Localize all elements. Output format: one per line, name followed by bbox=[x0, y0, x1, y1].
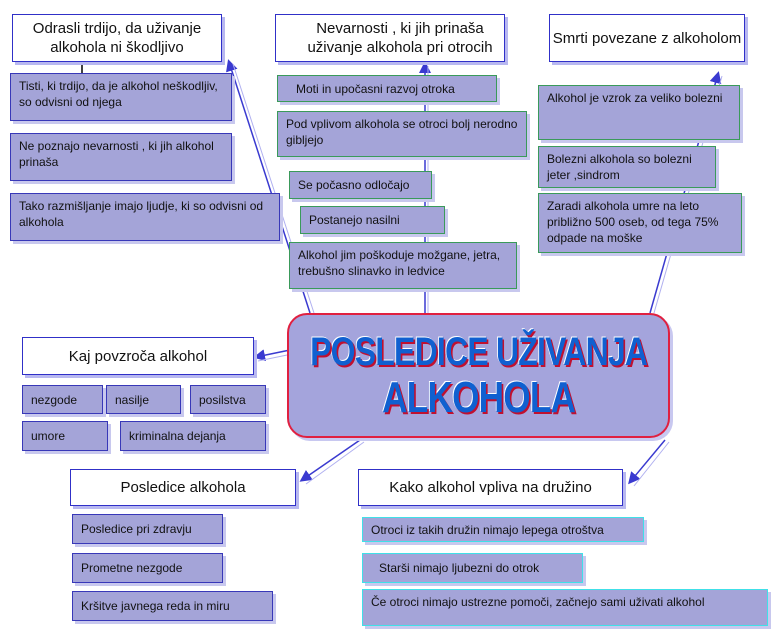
branch-title-adults[interactable]: Odrasli trdijo, da uživanje alkohola ni … bbox=[12, 14, 222, 62]
connector-5 bbox=[299, 439, 361, 482]
central-topic[interactable]: POSLEDICE UŽIVANJA ALKOHOLA bbox=[287, 313, 670, 438]
node[interactable]: nasilje bbox=[106, 385, 181, 414]
node[interactable]: Alkohol je vzrok za veliko bolezni bbox=[538, 85, 740, 140]
branch-title-causes[interactable]: Kaj povzroča alkohol bbox=[22, 337, 254, 375]
node[interactable]: Pod vplivom alkohola se otroci bolj nero… bbox=[277, 111, 527, 157]
central-title-line2: ALKOHOLA bbox=[381, 372, 576, 422]
node[interactable]: Postanejo nasilni bbox=[300, 206, 445, 234]
branch-title-consequences[interactable]: Posledice alkohola bbox=[70, 469, 296, 506]
node[interactable]: Kršitve javnega reda in miru bbox=[72, 591, 273, 621]
node[interactable]: Tako razmišljanje imajo ljudje, ki so od… bbox=[10, 193, 280, 241]
node[interactable]: Otroci iz takih družin nimajo lepega otr… bbox=[362, 517, 644, 542]
branch-title-deaths[interactable]: Smrti povezane z alkoholom bbox=[549, 14, 745, 62]
node[interactable]: Moti in upočasni razvoj otroka bbox=[277, 75, 497, 102]
node[interactable]: Alkohol jim poškoduje možgane, jetra, tr… bbox=[289, 242, 517, 289]
branch-title-family[interactable]: Kako alkohol vpliva na družino bbox=[358, 469, 623, 506]
node[interactable]: Tisti, ki trdijo, da je alkohol neškodlj… bbox=[10, 73, 232, 121]
node[interactable]: Ne poznajo nevarnosti , ki jih alkohol p… bbox=[10, 133, 232, 181]
connector-4 bbox=[253, 349, 291, 362]
node[interactable]: Posledice pri zdravju bbox=[72, 514, 223, 544]
node[interactable]: nezgode bbox=[22, 385, 103, 414]
node[interactable]: Če otroci nimajo ustrezne pomoči, začnej… bbox=[362, 589, 768, 626]
node[interactable]: Zaradi alkohola umre na leto približno 5… bbox=[538, 193, 742, 253]
node[interactable]: kriminalna dejanja bbox=[120, 421, 266, 451]
central-title-line1: POSLEDICE UŽIVANJA bbox=[309, 329, 648, 374]
node[interactable]: umore bbox=[22, 421, 108, 451]
node[interactable]: Se počasno odločajo bbox=[289, 171, 432, 199]
node[interactable]: Prometne nezgode bbox=[72, 553, 223, 583]
branch-title-children-dangers[interactable]: Nevarnosti , ki jih prinaša uživanje alk… bbox=[275, 14, 505, 62]
node[interactable]: Bolezni alkohola so bolezni jeter ,sindr… bbox=[538, 146, 716, 188]
node[interactable]: Starši nimajo ljubezni do otrok bbox=[362, 553, 583, 583]
node[interactable]: posilstva bbox=[190, 385, 266, 414]
connector-6 bbox=[628, 439, 666, 485]
